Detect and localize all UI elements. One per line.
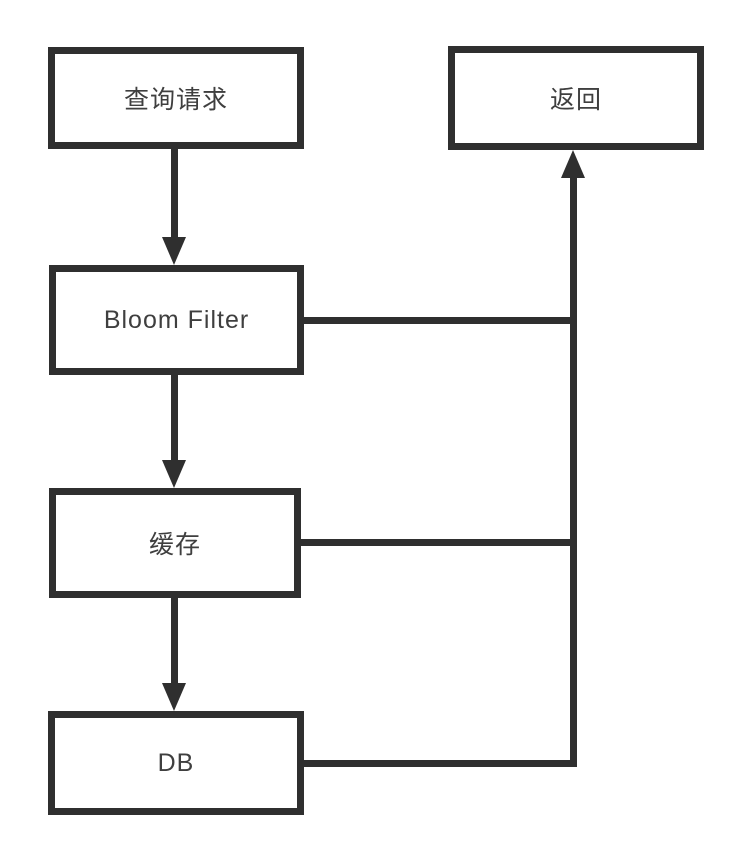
node-db-label: DB [157,748,195,777]
edge-shared-return-line [570,178,577,767]
node-return: 返回 [448,46,704,150]
edge-bloom-filter-to-return [304,317,577,324]
arrowhead-up-icon [561,150,585,178]
node-cache-label: 缓存 [148,531,201,559]
arrowhead-down-icon [162,237,186,265]
node-return-label: 返回 [549,86,602,114]
node-bloom-filter-label: Bloom Filter [103,305,250,334]
edge-bloom-filter-to-cache [171,375,178,462]
edge-db-to-return [304,760,577,767]
node-cache: 缓存 [49,488,301,598]
node-bloom-filter: Bloom Filter [49,265,304,375]
edge-cache-to-db [171,598,178,685]
edge-cache-to-return [301,539,577,546]
node-query-request: 查询请求 [48,47,304,149]
node-db: DB [48,711,304,815]
arrowhead-down-icon [162,460,186,488]
node-query-request-label: 查询请求 [123,86,228,114]
arrowhead-down-icon [162,683,186,711]
edge-query-to-bloom-filter [171,149,178,241]
